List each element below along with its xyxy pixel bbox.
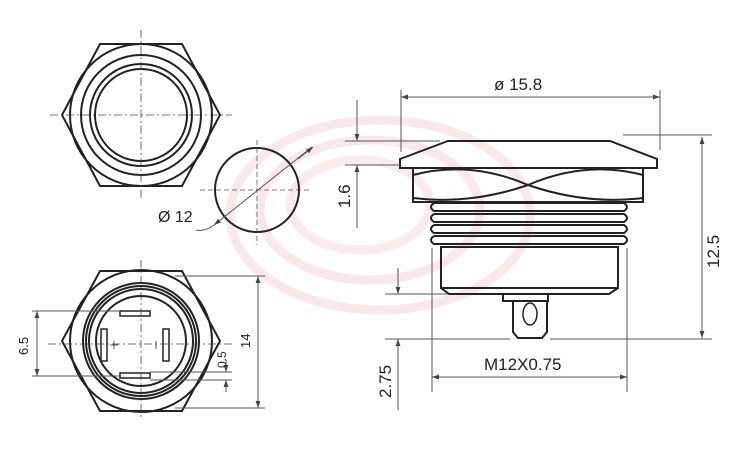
terminal-thickness-label: 0.5 xyxy=(215,351,229,368)
top-view-hex xyxy=(50,30,232,200)
thread xyxy=(430,202,628,245)
side-view: ø 15.8 1.6 12.5 2.75 M12X0.75 xyxy=(335,75,723,410)
cap-diameter-label: ø 15.8 xyxy=(494,75,542,94)
terminal-length-label: 2.75 xyxy=(376,365,395,398)
bottom-view: 6.5 14 0.5 xyxy=(16,260,265,420)
total-height-label: 12.5 xyxy=(704,235,723,268)
flange-height-label: 1.6 xyxy=(335,184,354,208)
hex-size-label: 14 xyxy=(238,334,253,348)
thread-label: M12X0.75 xyxy=(484,355,562,374)
terminal-spacing-label: 6.5 xyxy=(16,337,31,355)
button-detail-view: Ø 12 xyxy=(158,140,314,245)
button-diameter-label: Ø 12 xyxy=(158,209,193,226)
